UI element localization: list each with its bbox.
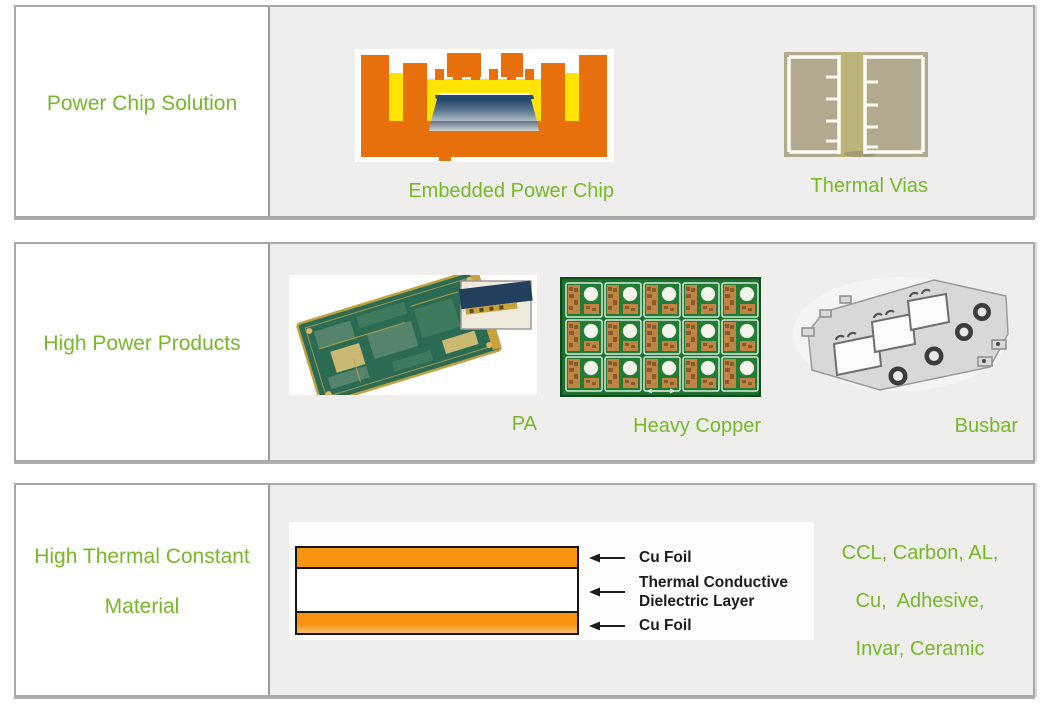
layer-cu-foil-bottom	[297, 613, 577, 633]
left-arrow-icon	[589, 553, 625, 562]
layer-dielectric	[297, 569, 577, 613]
row2-content-cell: PA	[270, 244, 1033, 460]
diagram-callout-bottom: Cu Foil	[587, 616, 692, 635]
thermal-vias-image	[784, 52, 928, 157]
materials-line1: CCL, Carbon, AL,	[841, 542, 999, 564]
embedded-power-chip-caption: Embedded Power Chip	[408, 180, 614, 202]
diagram-callout-middle: Thermal Conductive Dielectric Layer	[587, 573, 788, 611]
heavy-copper-caption: Heavy Copper	[633, 415, 761, 437]
ccl-stack-diagram: Cu Foil Thermal Conductive Dielectric La…	[289, 522, 814, 640]
layer-cu-foil-top	[297, 548, 577, 569]
busbar-image	[793, 277, 1009, 391]
layer-label-cu-foil-bottom: Cu Foil	[639, 617, 692, 634]
row1-label-cell: Power Chip Solution	[16, 7, 270, 216]
left-arrow-icon	[589, 587, 625, 597]
materials-line2: Cu, Adhesive,	[855, 590, 985, 612]
thermal-vias-caption: Thermal Vias	[810, 175, 928, 197]
row2-label: High Power Products	[43, 332, 241, 355]
row3-label: High Thermal Constant Material	[34, 532, 250, 632]
pa-caption: PA	[511, 413, 537, 435]
row-power-chip-solution: Power Chip Solution	[14, 5, 1035, 218]
layer-stack	[295, 546, 579, 635]
busbar-figure: Busbar	[784, 272, 1018, 438]
row-high-power-products: High Power Products	[14, 242, 1035, 462]
heavy-copper-figure: Heavy Copper	[560, 277, 761, 438]
heavy-copper-image	[560, 277, 761, 397]
layer-label-dielectric: Thermal Conductive Dielectric Layer	[639, 574, 788, 610]
busbar-caption: Busbar	[954, 415, 1018, 437]
row3-label-line1: High Thermal Constant	[34, 545, 250, 568]
thermal-vias-figure: Thermal Vias	[784, 52, 928, 198]
row3-label-line2: Material	[104, 595, 180, 618]
row1-label: Power Chip Solution	[46, 91, 238, 115]
materials-list: CCL, Carbon, AL, Cu, Adhesive, Invar, Ce…	[822, 529, 1018, 673]
row3-content-cell: Cu Foil Thermal Conductive Dielectric La…	[270, 485, 1033, 695]
row2-label-cell: High Power Products	[16, 244, 270, 460]
embedded-power-chip-figure: Embedded Power Chip	[355, 49, 614, 203]
embedded-power-chip-image	[355, 49, 614, 162]
pa-pcb-image	[289, 275, 537, 395]
left-arrow-icon	[589, 621, 625, 630]
row3-label-cell: High Thermal Constant Material	[16, 485, 270, 695]
materials-line3: Invar, Ceramic	[855, 638, 985, 660]
layer-label-cu-foil-top: Cu Foil	[639, 549, 692, 566]
diagram-callout-top: Cu Foil	[587, 548, 692, 567]
row1-content-cell: Embedded Power Chip	[270, 7, 1033, 216]
pa-figure: PA	[289, 275, 537, 436]
row-high-thermal-constant-material: High Thermal Constant Material Cu Foil	[14, 483, 1035, 697]
